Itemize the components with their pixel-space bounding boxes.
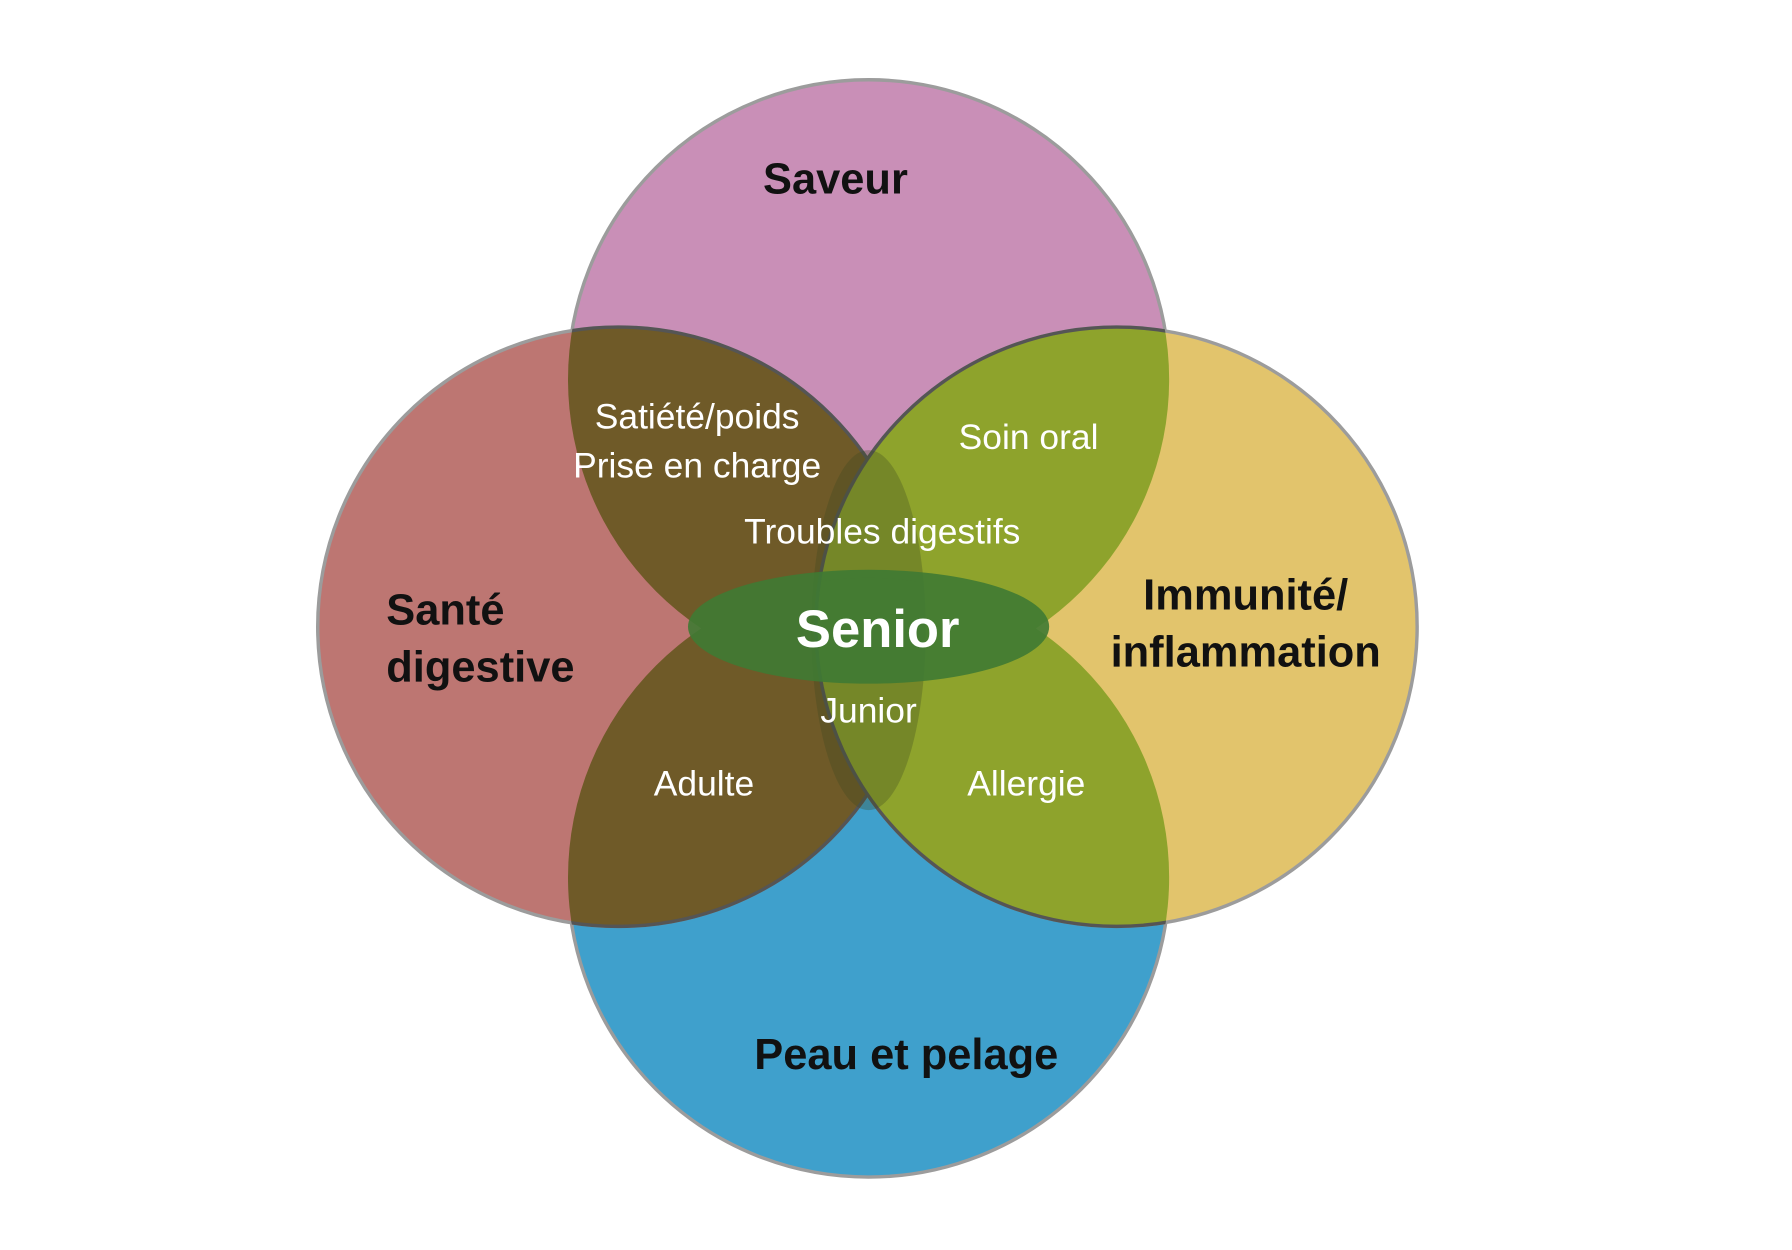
label-allergie: Allergie: [967, 764, 1085, 803]
label-prise-en-charge: Prise en charge: [573, 446, 821, 485]
label-soin-oral: Soin oral: [959, 418, 1099, 457]
label-adulte: Adulte: [654, 764, 754, 803]
label-satiete: Satiété/poids: [595, 397, 800, 436]
label-junior: Junior: [820, 691, 917, 730]
label-immunite: Immunité/: [1143, 572, 1348, 620]
label-troubles-digestifs: Troubles digestifs: [744, 513, 1020, 552]
overlap-center: [688, 569, 1050, 684]
label-inflammation: inflammation: [1111, 629, 1381, 677]
label-peau-pelage: Peau et pelage: [754, 1031, 1058, 1079]
label-saveur: Saveur: [763, 156, 908, 204]
label-senior: Senior: [796, 600, 960, 659]
label-digestive: digestive: [386, 643, 574, 691]
label-sante: Santé: [386, 586, 504, 634]
